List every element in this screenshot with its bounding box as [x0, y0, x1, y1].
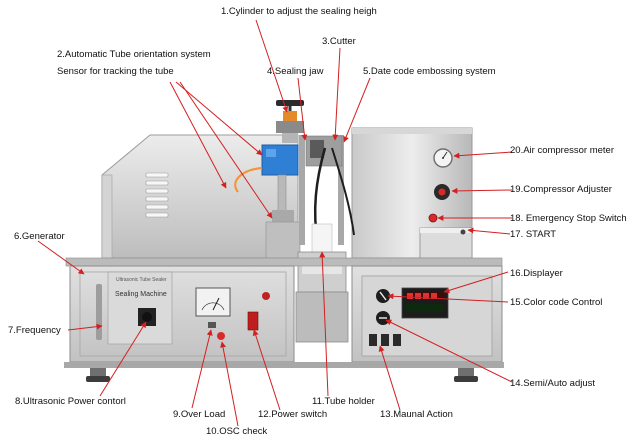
top-deck: [65, 257, 503, 267]
label-manual-action: 13.Maunal Action: [380, 409, 453, 420]
air-compressor-meter-gauge: [433, 148, 453, 168]
label-color-code: 15.Color code Control: [510, 297, 603, 308]
osc-check-button: [217, 332, 225, 340]
label-osc-check: 10.OSC check: [206, 426, 268, 437]
manual-action-buttons: [369, 334, 401, 346]
generator-cabinet: [69, 265, 295, 363]
label-air-compressor-meter: 20.Air compressor meter: [510, 145, 615, 156]
panel-caption: Ultrasonic Tube Sealer: [116, 277, 167, 283]
label-displayer: 16.Displayer: [510, 268, 563, 279]
overload-indicator: [208, 322, 216, 328]
machine-base: [64, 362, 504, 382]
label-sealing-jaw: 4.Sealing jaw: [267, 66, 324, 77]
label-cutter: 3.Cutter: [322, 36, 356, 47]
indicator-lamp: [262, 292, 270, 300]
label-emergency-stop: 18. Emergency Stop Switch: [510, 213, 627, 224]
label-compressor-adjuster: 19.Compressor Adjuster: [510, 184, 612, 195]
start-button-box: [419, 227, 473, 259]
label-cylinder-height: 1.Cylinder to adjust the sealing heigh: [221, 6, 377, 17]
cutter-and-jaw-assembly: [299, 135, 355, 255]
label-ultrasonic-power: 8.Ultrasonic Power contorl: [15, 396, 126, 407]
label-generator: 6.Generator: [14, 231, 65, 242]
label-power-switch: 12.Power switch: [258, 409, 328, 420]
digital-displayer: [401, 287, 449, 319]
label-date-code: 5.Date code embossing system: [363, 66, 496, 77]
label-tube-orientation: 2.Automatic Tube orientation system: [57, 49, 211, 60]
label-tube-sensor: Sensor for tracking the tube: [57, 66, 174, 77]
label-over-load: 9.Over Load: [173, 409, 226, 420]
vent-slots: [145, 172, 169, 218]
label-frequency: 7.Frequency: [8, 325, 61, 336]
panel-sealing-machine-title: Sealing Machine: [115, 291, 167, 298]
emergency-stop-button: [428, 213, 438, 223]
sensor-column: [265, 174, 301, 259]
power-switch: [247, 311, 259, 331]
ammeter: [195, 287, 231, 317]
compressor-adjuster-knob: [434, 184, 450, 200]
color-code-knob: [376, 289, 390, 303]
semi-auto-knob: [376, 311, 390, 325]
label-tube-holder: 11.Tube holder: [312, 396, 375, 407]
label-semi-auto: 14.Semi/Auto adjust: [510, 378, 596, 389]
label-start: 17. START: [510, 229, 557, 240]
